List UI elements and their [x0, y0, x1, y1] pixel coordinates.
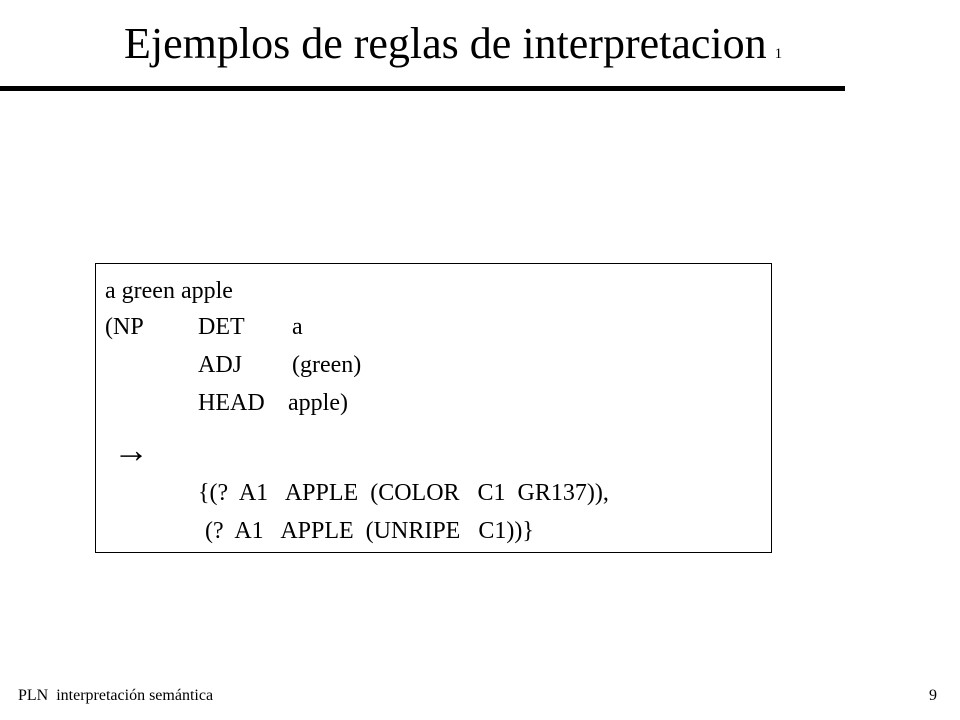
result-line-2: (? A1 APPLE (UNRIPE C1))}	[205, 518, 534, 544]
det-label: DET	[198, 314, 245, 340]
np-open: (NP	[105, 314, 144, 340]
title-suffix: 1	[774, 46, 783, 62]
result-line-1: {(? A1 APPLE (COLOR C1 GR137)),	[198, 480, 609, 506]
title-text: Ejemplos de reglas de interpretacion	[124, 19, 767, 68]
example-box: a green apple (NP DET a ADJ (green) HEAD…	[95, 263, 772, 553]
footer-text: PLN interpretación semántica	[18, 687, 214, 704]
right-arrow-icon: →	[113, 430, 149, 470]
example-phrase: a green apple	[105, 278, 233, 304]
head-value: apple)	[288, 390, 348, 416]
slide-title: Ejemplos de reglas de interpretacion 1	[124, 18, 782, 80]
adj-value: (green)	[292, 352, 362, 378]
adj-label: ADJ	[198, 352, 243, 378]
title-underline	[0, 86, 845, 91]
page-number: 9	[929, 687, 937, 704]
head-label: HEAD	[198, 390, 265, 416]
det-value: a	[292, 314, 303, 340]
